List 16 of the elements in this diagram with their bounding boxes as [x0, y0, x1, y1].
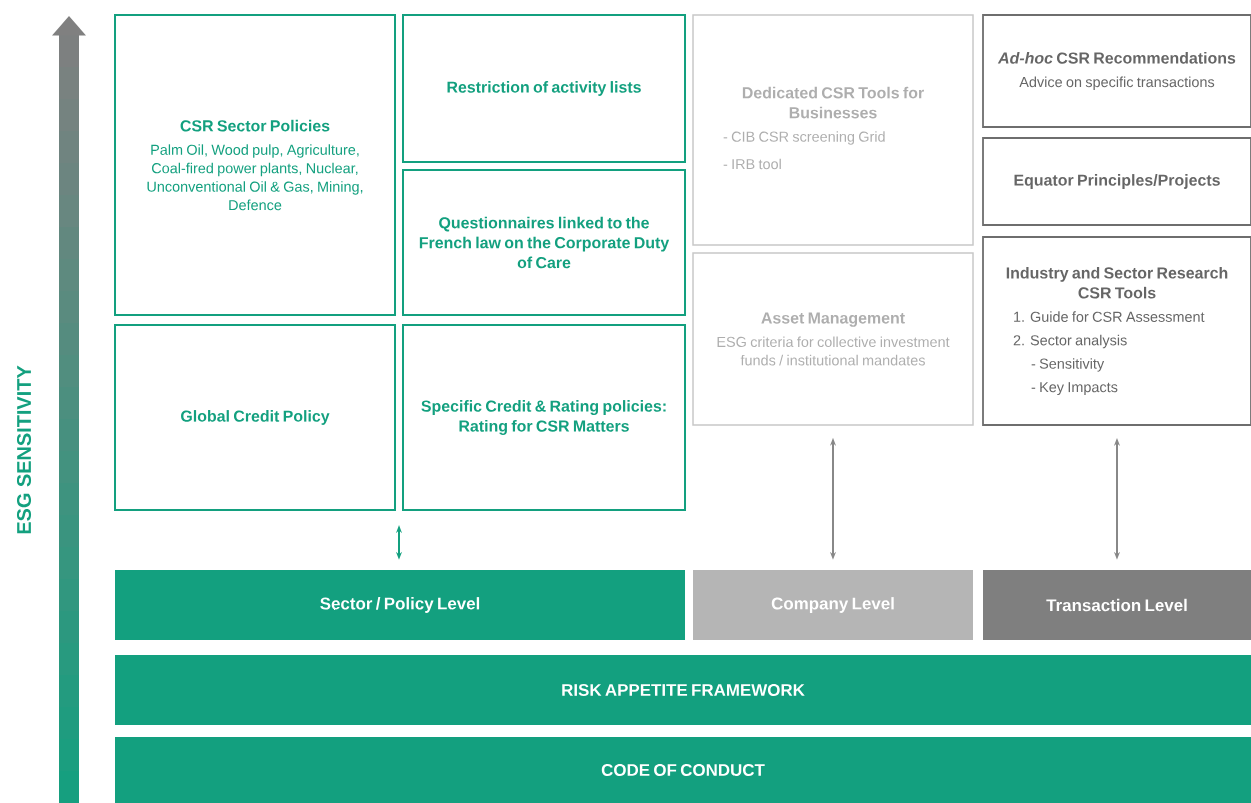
level-bar: Transaction Level — [983, 570, 1251, 640]
policy-box: CSR Sector Policies Palm Oil, Wood pulp, Agriculture, Coal-fired power plants, Nuclear, Unconventional Oil & Gas, Mining, Defence — [114, 14, 396, 316]
tool-box: Ad-hoc CSR Recommendations Advice on specific transactions — [982, 14, 1251, 128]
policy-box: Restriction of activity lists — [402, 14, 686, 163]
policy-box: Global Credit Policy — [114, 324, 396, 511]
policy-box: Specific Credit & Rating policies: Rating for CSR Matters — [402, 324, 686, 511]
tool-box: Equator Principles/Projects — [982, 137, 1251, 226]
tool-box: Asset Management ESG criteria for collective investment funds / institutional mandates — [692, 252, 974, 426]
tool-box: Dedicated CSR Tools for Businesses - CIB CSR screening Grid - IRB tool — [692, 14, 974, 246]
policy-box: Questionnaires linked to the French law on the Corporate Duty of Care — [402, 169, 686, 316]
level-bar: Company Level — [693, 570, 973, 640]
level-bar: CODE OF CONDUCT — [115, 737, 1251, 803]
tool-box: Industry and Sector Research CSR Tools 1. Guide for CSR Assessment 2. Sector analysis - Sensitivity - Key Impacts — [982, 236, 1251, 426]
axis-label: ESG SENSITIVITY — [16, 365, 32, 534]
level-bar: RISK APPETITE FRAMEWORK — [115, 655, 1251, 725]
level-bar: Sector / Policy Level — [115, 570, 685, 640]
